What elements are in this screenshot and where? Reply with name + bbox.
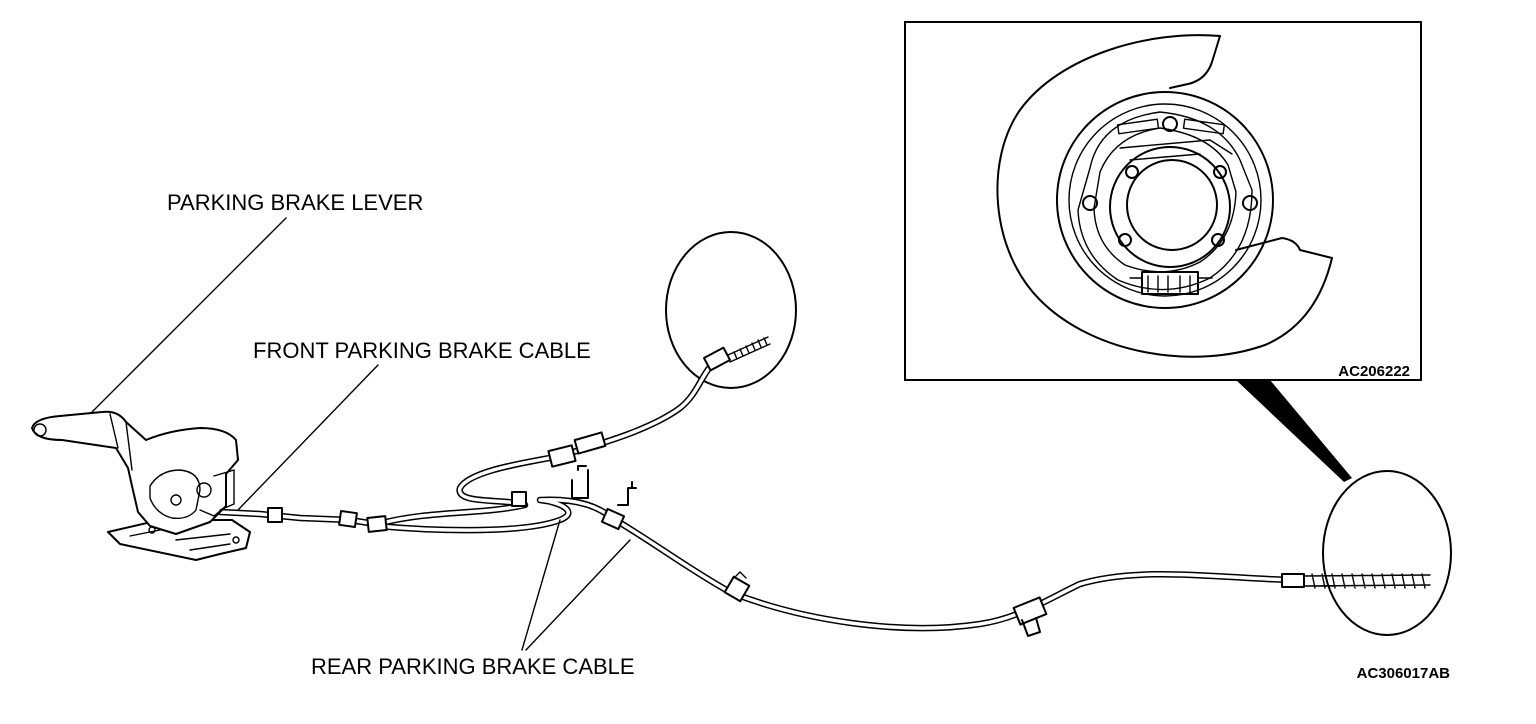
brake-disc-cutline [1169,35,1221,89]
leader-rear-cable-1 [521,519,561,651]
return-spring [1182,118,1226,135]
figure-code: AC306017AB [1357,665,1451,682]
lever-body [31,410,239,535]
bolt-hole [1213,165,1227,179]
inset-pointer [1236,380,1352,482]
cable-clip-detail [733,571,747,579]
bolt-hole [1082,195,1098,211]
detail-circle-front [665,231,797,389]
cable-end-spring [727,336,771,363]
cable-bracket [571,465,589,499]
anchor-pin [1162,116,1178,132]
bolt-hole [1125,165,1139,179]
leader-front-cable [237,364,379,511]
cable-fitting [1012,596,1048,626]
adjuster-detail [1129,275,1213,293]
label-front-parking-brake-cable: FRONT PARKING BRAKE CABLE [253,338,591,363]
backing-plate-outer [1056,91,1274,309]
cable-fitting [267,507,283,523]
inset-code: AC206222 [1338,363,1410,380]
cable-fitting [573,431,607,455]
detail-circle-rear [1322,470,1452,636]
label-parking-brake-lever: PARKING BRAKE LEVER [167,190,423,215]
label-rear-parking-brake-cable: REAR PARKING BRAKE CABLE [311,654,635,679]
adjuster [1141,271,1199,295]
cable-end-spring [1303,573,1431,589]
strut-bar [1119,139,1233,161]
lever-grip-end [33,423,47,437]
brake-shoe-outline [1077,111,1253,291]
hub-flange [1109,146,1231,268]
bolt-hole [1118,233,1132,247]
return-spring [1116,118,1160,135]
cable-fitting [547,444,577,468]
backing-plate-ring [1068,103,1262,297]
rear-cable-lower [374,496,1294,632]
cable-fitting [511,491,527,507]
cable-fitting [703,346,731,372]
bolt-hole [1242,195,1258,211]
leader-rear-cable-2 [525,539,631,651]
brake-disc-outline [996,34,1333,358]
cable-fitting [1281,573,1305,588]
cable-bracket [1021,617,1041,637]
parking-brake-lever-assembly [31,410,251,561]
cable-fitting [600,507,626,531]
inset-detail: AC206222 [904,21,1422,482]
cable-bracket [617,481,637,506]
bolt-hole [1211,233,1225,247]
cable-clip [723,575,751,603]
cable-fitting [366,515,388,533]
hub-center-hole [1126,159,1218,251]
inset-frame [904,21,1422,381]
equalizer [338,509,358,529]
leader-lever [91,217,287,413]
